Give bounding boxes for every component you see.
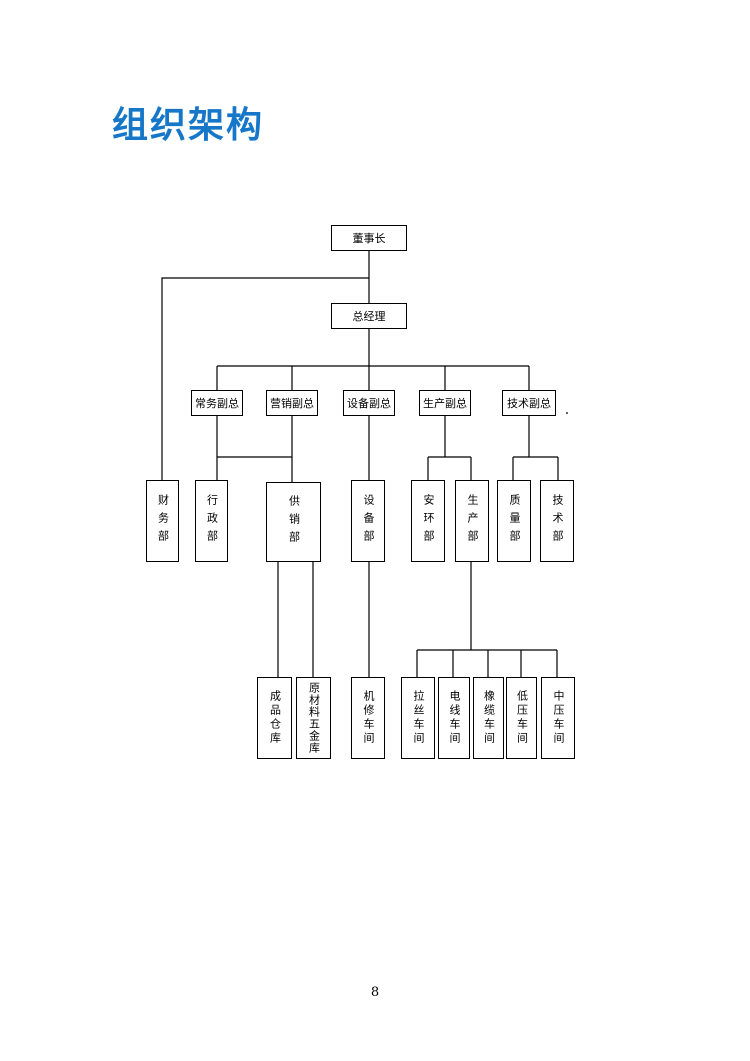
- low-voltage-label: 低压车间: [515, 690, 529, 746]
- connector-finance: [161, 277, 369, 480]
- vp-technology-box: 技术副总: [502, 390, 556, 416]
- vp-sales-box: 营销副总: [266, 390, 318, 416]
- general-manager-box: 总经理: [331, 303, 407, 329]
- page-title: 组织架构: [112, 105, 265, 146]
- finance-box: 财务部: [146, 480, 179, 562]
- vp-general-label: 常务副总: [195, 397, 239, 410]
- vp-production-label: 生产副总: [423, 397, 467, 410]
- admin-label: 行政部: [205, 494, 219, 548]
- general-manager-label: 总经理: [352, 310, 386, 323]
- wire-box: 电线车间: [438, 677, 470, 759]
- wire-label: 电线车间: [448, 690, 461, 746]
- stray-mark: [566, 412, 568, 414]
- vp-technology-label: 技术副总: [507, 397, 551, 410]
- production-box: 生产部: [455, 480, 489, 562]
- technology-box: 技术部: [540, 480, 574, 562]
- finance-label: 财务部: [156, 494, 170, 548]
- safety-label: 安环部: [422, 494, 435, 548]
- medium-voltage-box: 中压车间: [541, 677, 575, 759]
- low-voltage-box: 低压车间: [506, 677, 537, 759]
- vp-equipment-label: 设备副总: [347, 397, 391, 410]
- raw-materials-label: 原材料五金库: [307, 682, 321, 754]
- rubber-cable-box: 橡缆车间: [473, 677, 504, 759]
- chairman-box: 董事长: [331, 225, 407, 251]
- sales-label: 供销部: [287, 495, 301, 549]
- raw-materials-box: 原材料五金库: [296, 677, 331, 759]
- rubber-cable-label: 橡缆车间: [482, 690, 496, 746]
- vp-equipment-box: 设备副总: [343, 390, 395, 416]
- safety-box: 安环部: [411, 480, 445, 562]
- page-number: 8: [370, 985, 380, 1000]
- vp-production-box: 生产副总: [419, 390, 471, 416]
- repair-box: 机修车间: [351, 677, 385, 759]
- equipment-box: 设备部: [351, 480, 385, 562]
- vp-general-box: 常务副总: [191, 390, 243, 416]
- repair-label: 机修车间: [362, 690, 375, 746]
- quality-box: 质量部: [497, 480, 531, 562]
- medium-voltage-label: 中压车间: [552, 690, 565, 746]
- admin-box: 行政部: [195, 480, 228, 562]
- finished-goods-label: 成品仓库: [268, 690, 282, 746]
- equipment-label: 设备部: [362, 494, 375, 548]
- sales-box: 供销部: [266, 482, 321, 562]
- chairman-label: 董事长: [352, 232, 386, 245]
- vp-sales-label: 营销副总: [270, 397, 314, 410]
- technology-label: 技术部: [551, 494, 564, 548]
- drawing-label: 拉丝车间: [412, 690, 425, 746]
- finished-goods-box: 成品仓库: [257, 677, 292, 759]
- production-label: 生产部: [466, 494, 479, 548]
- quality-label: 质量部: [508, 494, 521, 548]
- drawing-box: 拉丝车间: [401, 677, 435, 759]
